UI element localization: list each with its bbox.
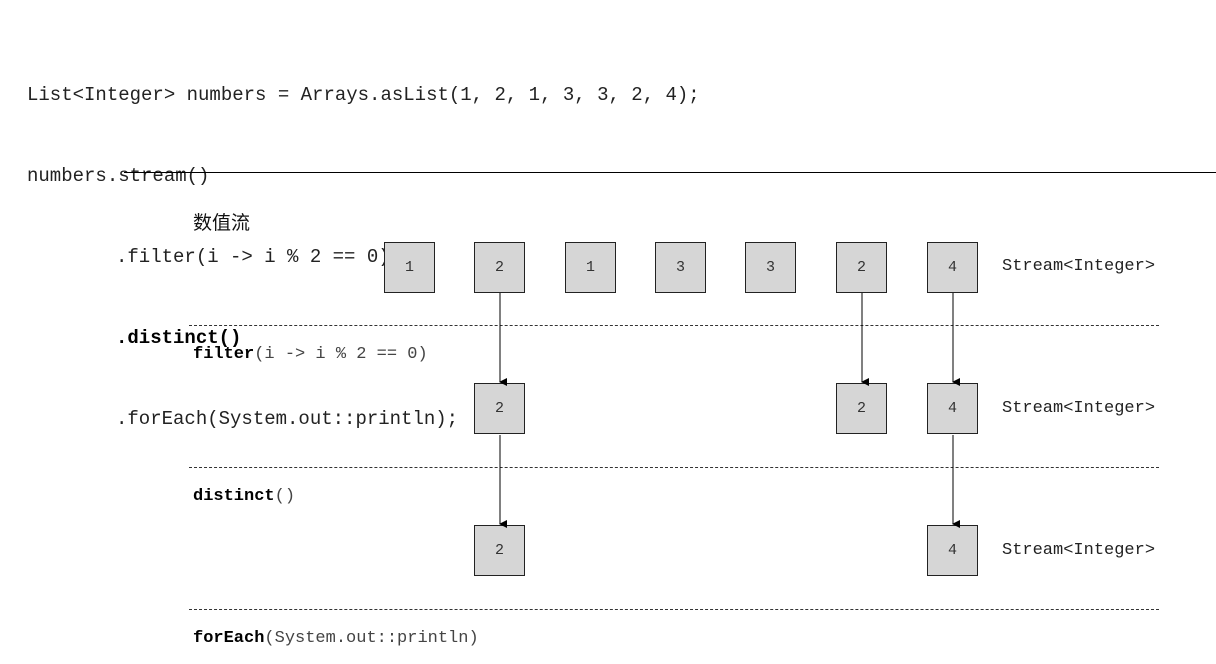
stream-element-box: 4 xyxy=(927,383,978,434)
stream-element-box: 2 xyxy=(836,383,887,434)
stream-element-box: 2 xyxy=(836,242,887,293)
stream-element-box: 2 xyxy=(474,242,525,293)
operation-args: () xyxy=(274,487,296,506)
stage-divider xyxy=(189,325,1159,326)
operation-args: (i -> i % 2 == 0) xyxy=(254,345,428,364)
filter-operation-label: filter(i -> i % 2 == 0) xyxy=(193,345,428,364)
stream-element-box: 2 xyxy=(474,383,525,434)
diagram-title: 数值流 xyxy=(193,212,251,234)
operation-name: filter xyxy=(193,345,255,364)
stream-element-box: 4 xyxy=(927,525,978,576)
stream-type-label: Stream<Integer> xyxy=(1002,399,1156,418)
stream-type-label: Stream<Integer> xyxy=(1002,257,1156,276)
stream-element-box: 3 xyxy=(745,242,796,293)
code-line-3: .filter(i -> i % 2 == 0) xyxy=(116,246,390,268)
stream-element-box: 4 xyxy=(927,242,978,293)
operation-name: forEach xyxy=(193,629,265,648)
code-line-5: .forEach(System.out::println); xyxy=(116,408,459,430)
code-line-2: numbers.stream() xyxy=(27,165,210,187)
stream-element-box: 1 xyxy=(565,242,616,293)
stream-element-box: 3 xyxy=(655,242,706,293)
code-line-1: List<Integer> numbers = Arrays.asList(1,… xyxy=(27,84,700,106)
separator-line xyxy=(124,172,1216,173)
stream-type-label: Stream<Integer> xyxy=(1002,541,1156,560)
foreach-operation-label: forEach(System.out::println) xyxy=(193,629,479,648)
stage-divider xyxy=(189,467,1159,468)
stream-element-box: 1 xyxy=(384,242,435,293)
stream-element-box: 2 xyxy=(474,525,525,576)
stage-divider xyxy=(189,609,1159,610)
code-snippet: List<Integer> numbers = Arrays.asList(1,… xyxy=(27,28,700,460)
code-line-4: .distinct() xyxy=(116,327,242,349)
operation-args: (System.out::println) xyxy=(264,629,479,648)
distinct-operation-label: distinct() xyxy=(193,487,295,506)
operation-name: distinct xyxy=(193,487,275,506)
